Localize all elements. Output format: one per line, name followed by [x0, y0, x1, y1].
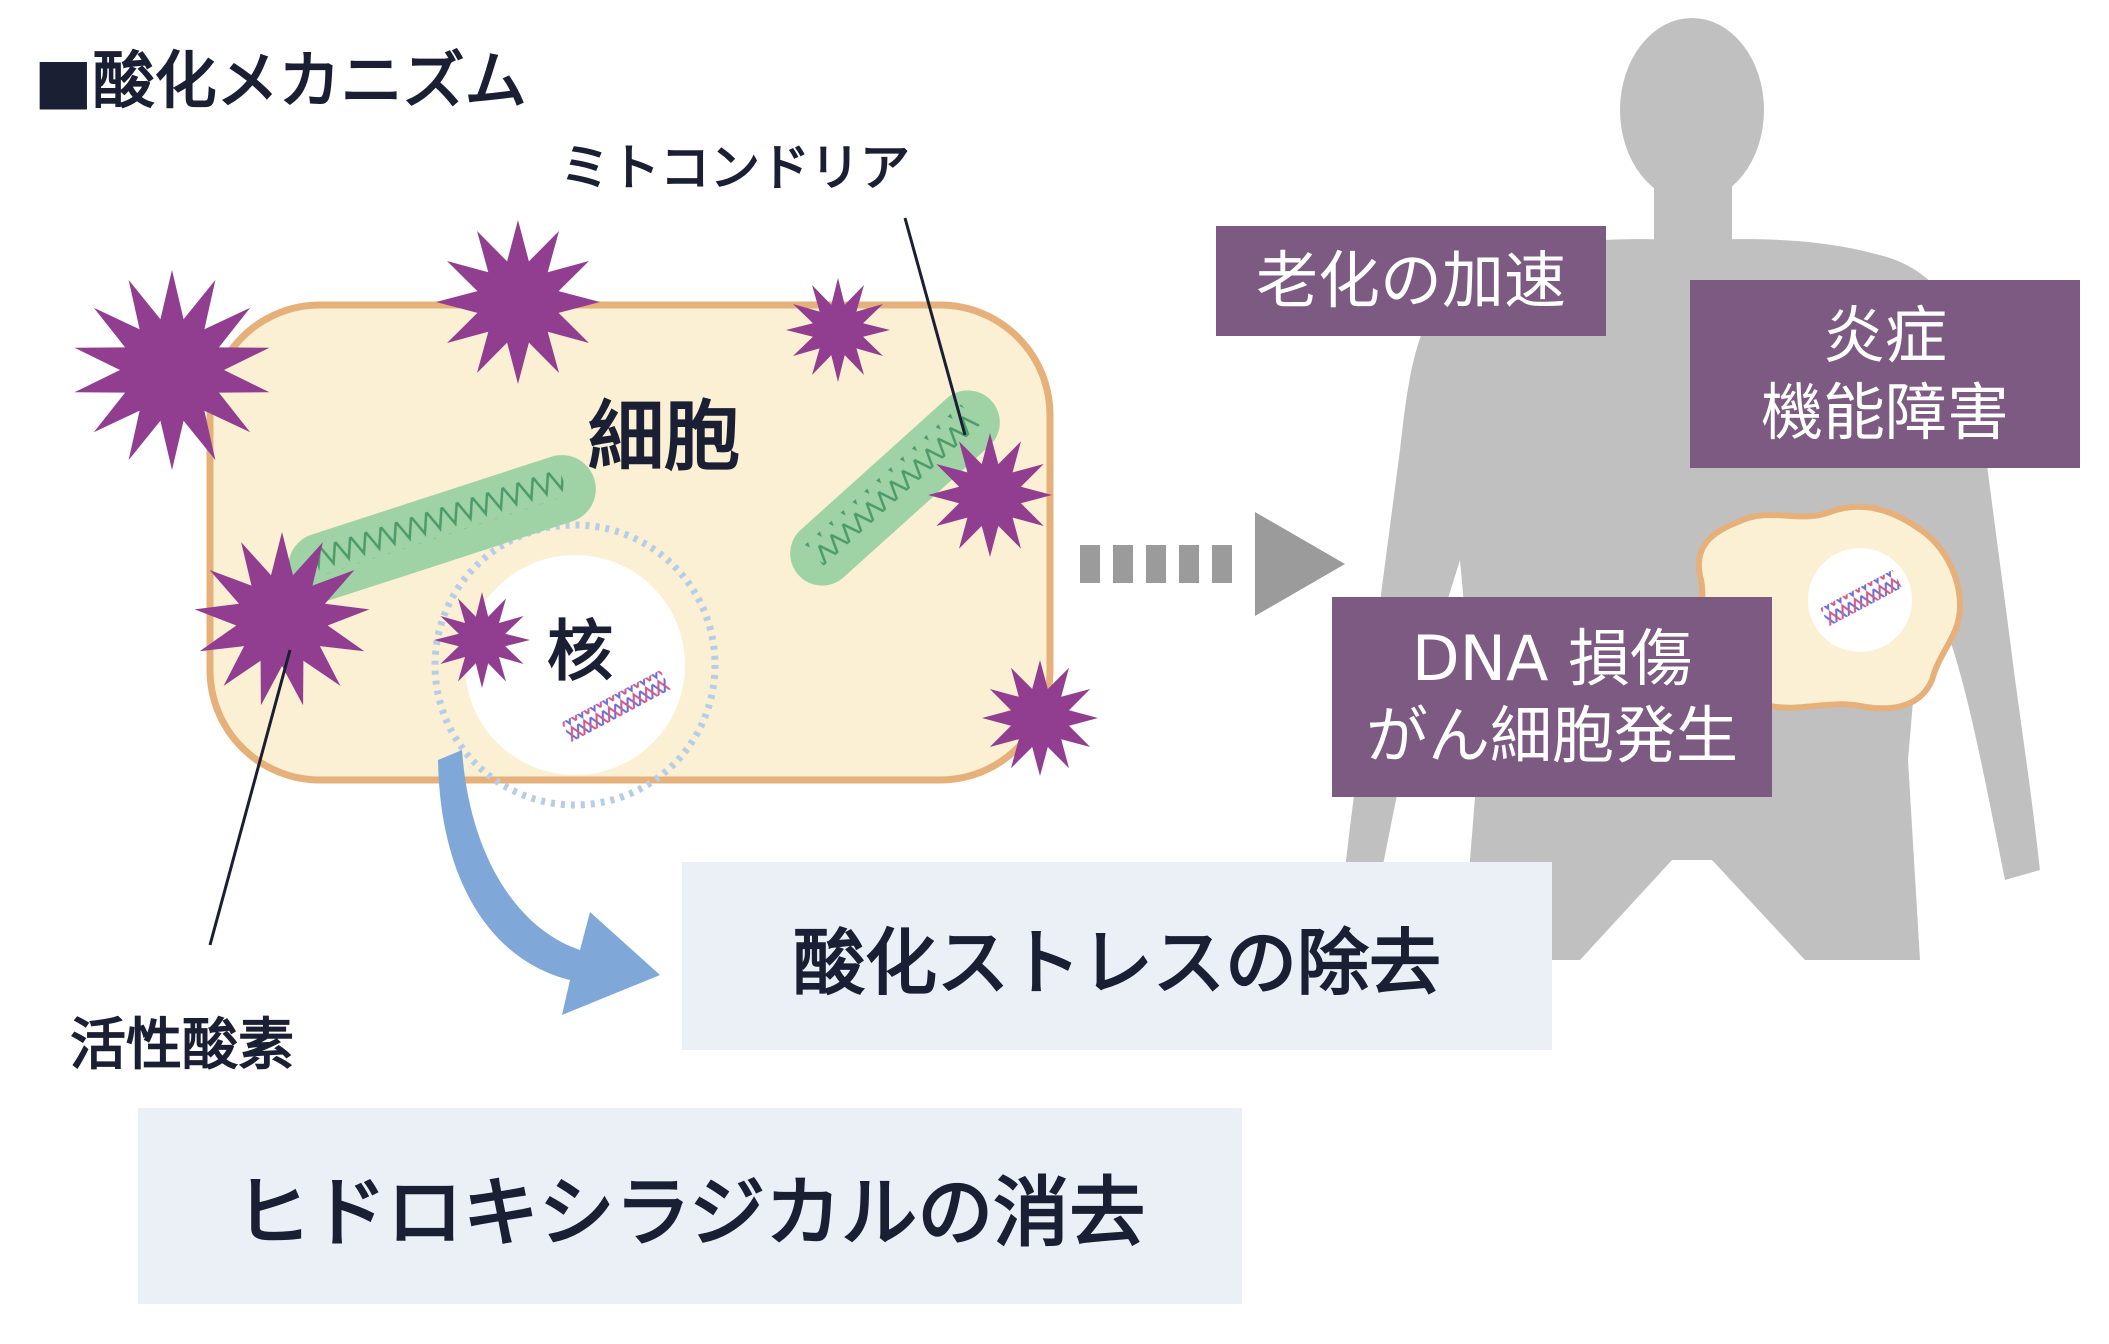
nucleus-label: 核	[547, 613, 613, 690]
ros-pointer-line	[208, 649, 292, 946]
cell-label: 細胞	[588, 392, 740, 481]
inflammation-text-line1: 炎症	[1822, 298, 1947, 372]
ros-starburst-7	[982, 660, 1098, 776]
cell-membrane	[206, 301, 1054, 784]
dna-damage-text-line1: DNA 損傷	[1411, 621, 1693, 695]
aging-text: 老化の加速	[1255, 244, 1566, 318]
removal-arrow	[438, 750, 660, 1015]
mitochondria-pointer-line	[903, 217, 967, 436]
ros-starburst-4	[928, 433, 1052, 557]
inflammation-box: 炎症 機能障害	[1690, 280, 2080, 468]
mitochondrion-right	[790, 390, 1000, 586]
ros-starburst-2	[436, 220, 600, 384]
ros-starburst-1	[74, 270, 270, 470]
aging-box: 老化の加速	[1216, 226, 1606, 336]
ros-starburst-5	[194, 532, 370, 706]
inflammation-text-line2: 機能障害	[1760, 376, 2009, 449]
page-title: ■酸化メカニズム	[34, 44, 527, 117]
hydroxyl-radical-box: ヒドロキシラジカルの消去	[138, 1108, 1242, 1304]
hydroxyl-radical-text: ヒドロキシラジカルの消去	[234, 1168, 1146, 1257]
dna-damage-box: DNA 損傷 がん細胞発生	[1332, 597, 1772, 797]
ros-label: 活性酸素	[70, 1013, 294, 1078]
ros-starburst-6	[434, 592, 530, 688]
oxidative-stress-removal-text: 酸化ストレスの除去	[792, 920, 1441, 1005]
dna-damage-text-line2: がん細胞発生	[1365, 699, 1738, 772]
nucleus	[431, 521, 719, 809]
ros-starburst-3	[786, 278, 890, 382]
oxidative-stress-removal-box: 酸化ストレスの除去	[682, 862, 1552, 1050]
mitochondrion-left	[288, 455, 596, 601]
reactive-oxygen-species	[74, 220, 1098, 776]
human-body-silhouette	[1345, 18, 2040, 961]
progression-arrow	[1080, 512, 1345, 616]
mitochondria-label: ミトコンドリア	[560, 139, 910, 197]
